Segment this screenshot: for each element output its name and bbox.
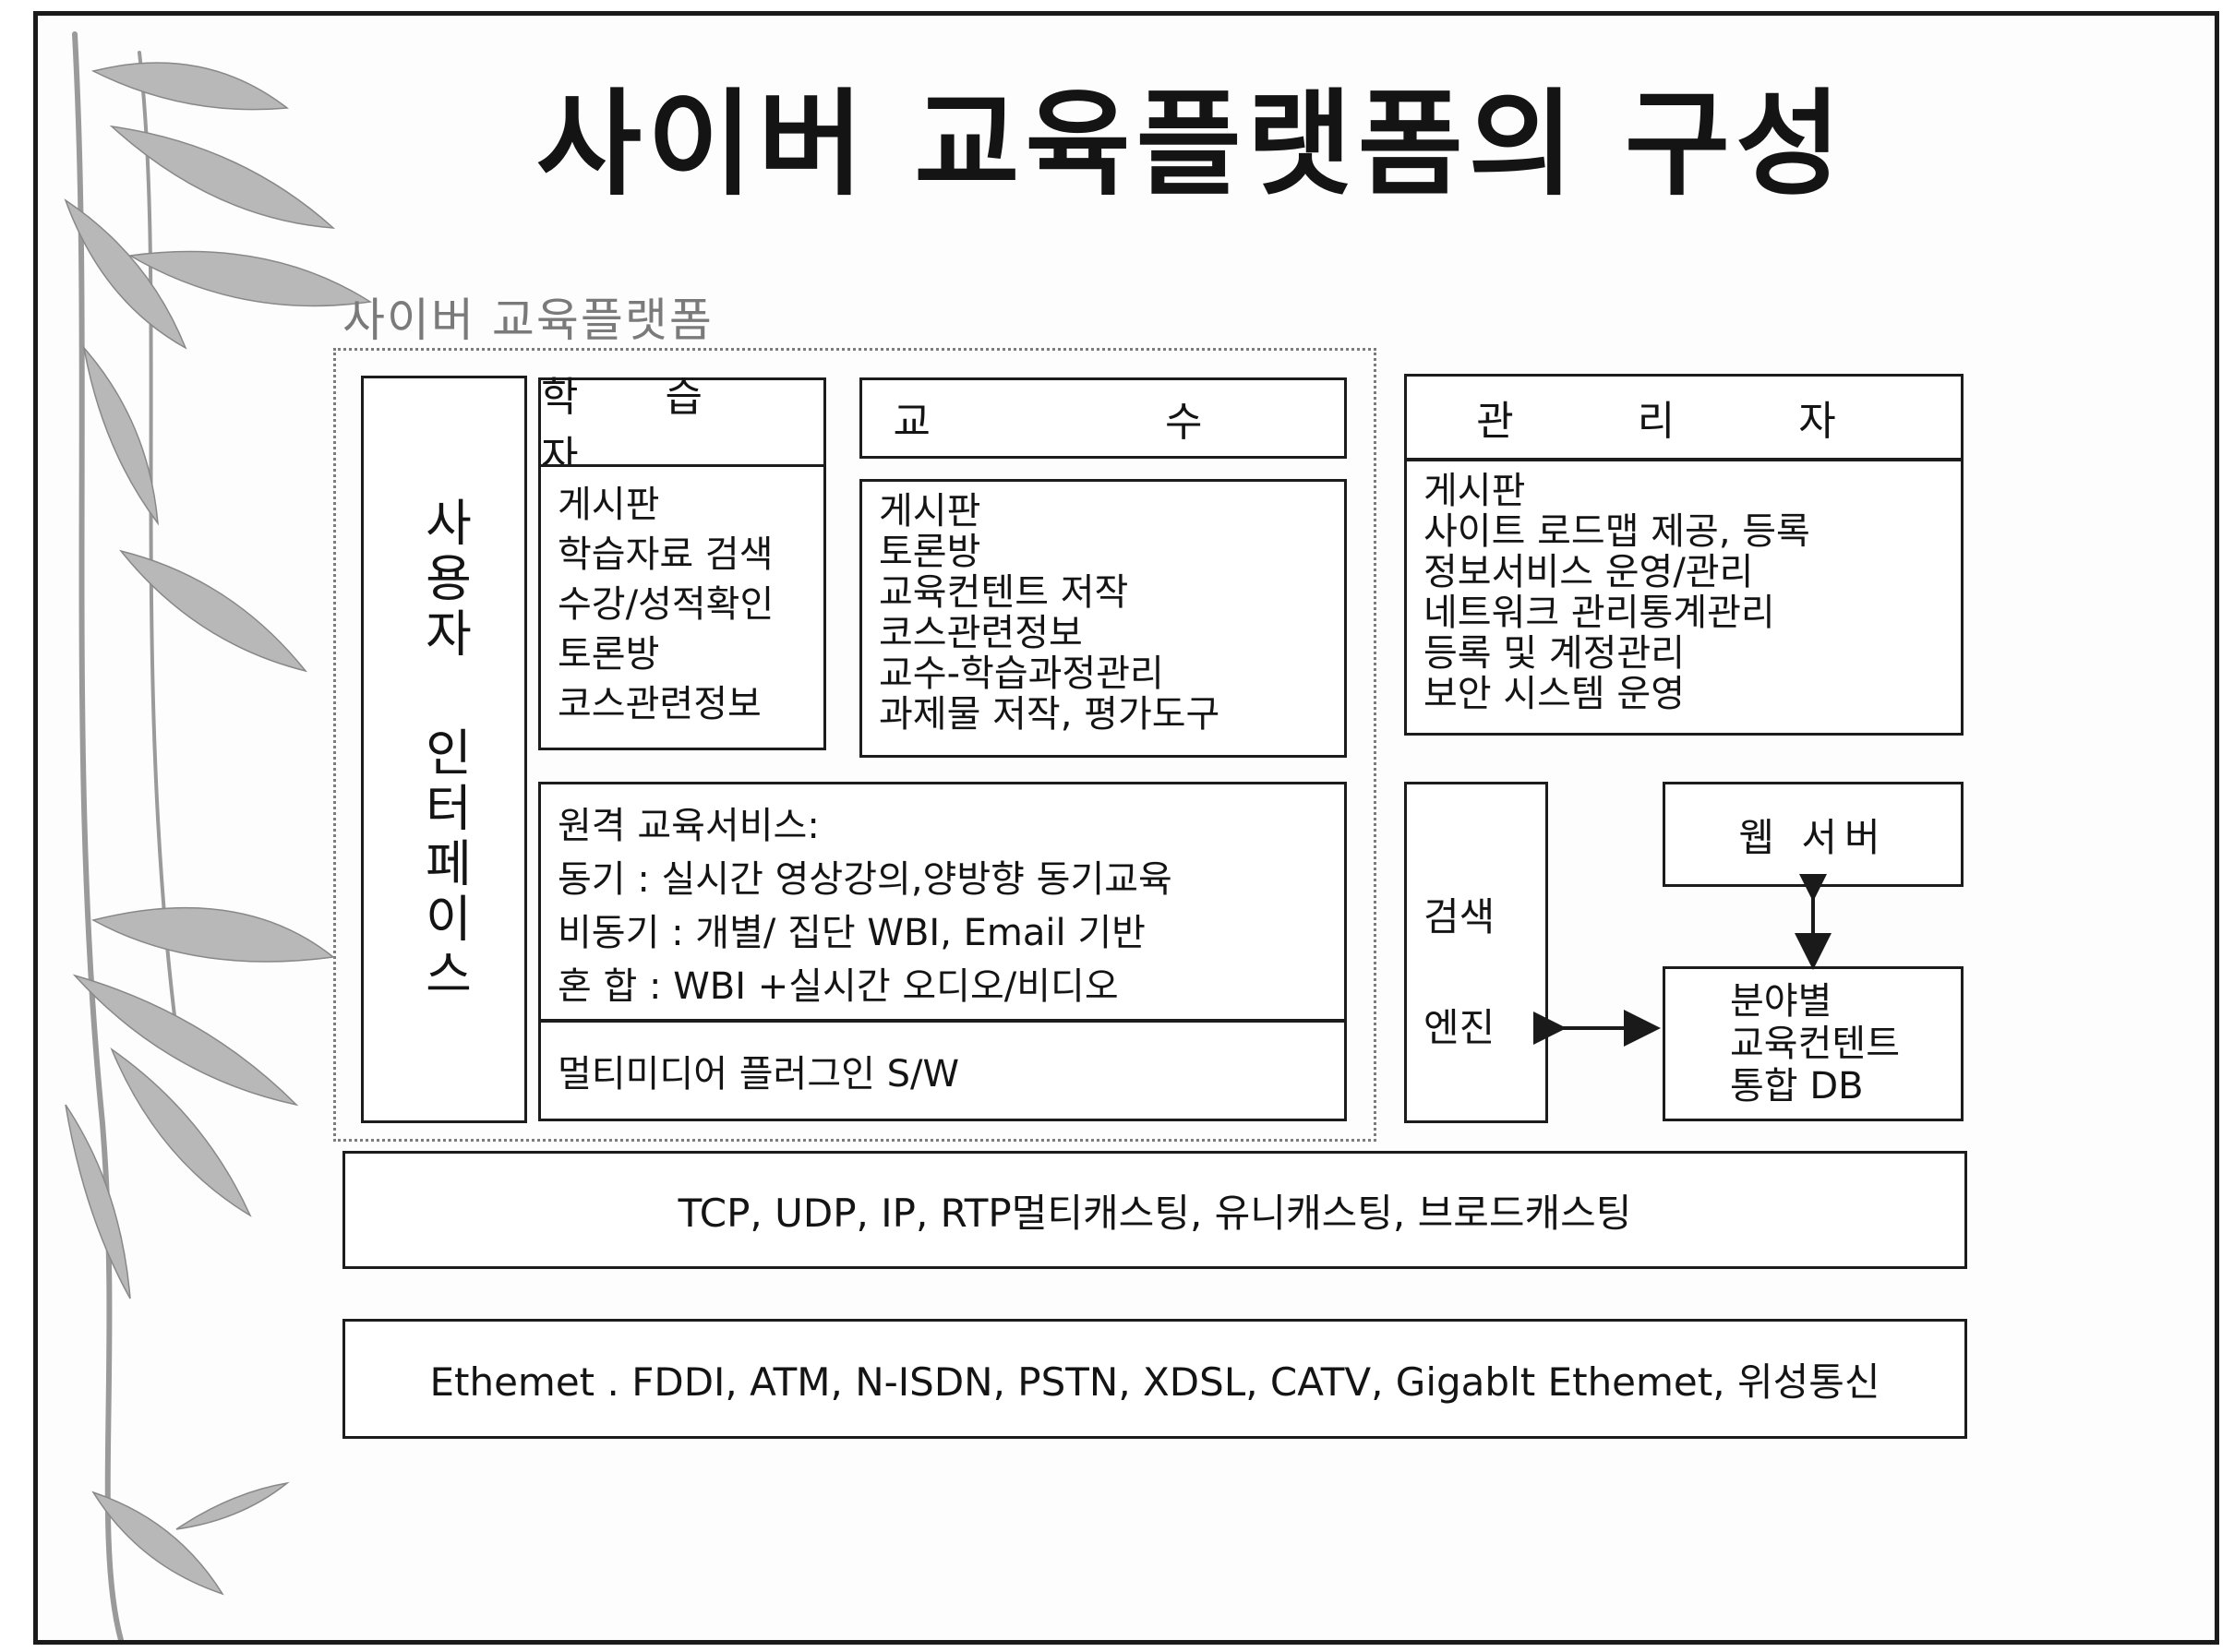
list-item: 원격 교육서비스: [558,805,820,847]
network-bar: Ethemet . FDDI, ATM, N-ISDN, PSTN, XDSL,… [342,1319,1967,1439]
web-server-box: 웹 서버 [1663,782,1964,887]
multimedia-label: 멀티미디어 플러그인 S/W [558,1053,960,1095]
remote-education-box: 원격 교육서비스: 동기 : 실시간 영상강의,양방향 동기교육 비동기 : 개… [538,782,1347,1022]
list-item: 코스관련정보 [879,612,1083,654]
list-item: 교육컨텐트 저작 [879,571,1129,614]
list-item: 네트워크 관리통계관리 [1423,592,1775,634]
content-db-line: 통합 DB [1730,1065,1864,1107]
content-db-line: 분야별 [1730,980,1832,1023]
platform-group [333,348,1376,1142]
page-title: 사이버 교육플랫폼의 구성 [536,78,1847,211]
list-item: 혼 합 : WBI +실시간 오디오/비디오 [558,965,1119,1008]
search-engine-label-1: 검색 [1423,894,1495,940]
user-interface-label: 사용자 인터페이스 [414,496,474,1003]
admin-list: 게시판 사이트 로드맵 제공, 등록 정보서비스 운영/관리 네트워크 관리통계… [1404,459,1964,736]
slide-frame: 사이버 교육플랫폼의 구성 사이버 교육플랫폼 사용자 인터페이스 학 습 자 … [33,11,2219,1645]
connector-arrows [1533,874,1832,1047]
protocol-bar: TCP, UDP, IP, RTP멀티캐스팅, 유니캐스팅, 브로드캐스팅 [342,1151,1967,1269]
list-item: 교수-학습과정관리 [879,652,1164,695]
protocol-label: TCP, UDP, IP, RTP멀티캐스팅, 유니캐스팅, 브로드캐스팅 [678,1190,1632,1236]
network-label: Ethemet . FDDI, ATM, N-ISDN, PSTN, XDSL,… [429,1359,1880,1405]
multimedia-box: 멀티미디어 플러그인 S/W [538,1020,1347,1121]
professor-list: 게시판 토론방 교육컨텐트 저작 코스관련정보 교수-학습과정관리 과제물 저작… [859,479,1347,758]
list-item: 학습자료 검색 [558,533,774,576]
learner-header: 학 습 자 [538,374,826,480]
search-engine-box: 검색 엔진 [1404,782,1548,1123]
list-item: 토론방 [879,531,981,573]
list-item: 코스관련정보 [558,683,762,725]
list-item: 비동기 : 개별/ 집단 WBI, Email 기반 [558,912,1146,954]
list-item: 동기 : 실시간 영상강의,양방향 동기교육 [558,858,1172,901]
professor-header-label: 교 수 [893,399,1314,446]
web-server-label: 웹 서버 [1738,814,1888,860]
content-db-box: 분야별 교육컨텐트 통합 DB [1663,966,1964,1121]
list-item: 등록 및 계정관리 [1423,632,1686,675]
list-item: 수강/성적확인 [558,583,775,626]
admin-header: 관 리 자 [1404,374,1964,461]
list-item: 게시판 [558,484,660,526]
learner-header-label: 학 습 자 [541,374,739,480]
list-item: 게시판 [879,490,981,533]
content-db-line: 교육컨텐트 [1730,1023,1900,1065]
search-engine-label-2: 엔진 [1423,1005,1495,1050]
list-item: 사이트 로드맵 제공, 등록 [1423,510,1810,553]
list-item: 게시판 [1423,470,1526,512]
list-item: 보안 시스템 운영 [1423,673,1686,715]
list-item: 정보서비스 운영/관리 [1423,551,1754,593]
user-interface-box: 사용자 인터페이스 [361,376,527,1123]
list-item: 토론방 [558,633,660,676]
platform-label: 사이버 교육플랫폼 [342,293,714,347]
bamboo-illustration [64,31,373,1640]
professor-header: 교 수 [859,377,1347,459]
learner-list: 게시판 학습자료 검색 수강/성적확인 토론방 코스관련정보 [538,464,826,750]
admin-header-label: 관 리 자 [1476,398,1892,445]
list-item: 과제물 저작, 평가도구 [879,693,1220,736]
